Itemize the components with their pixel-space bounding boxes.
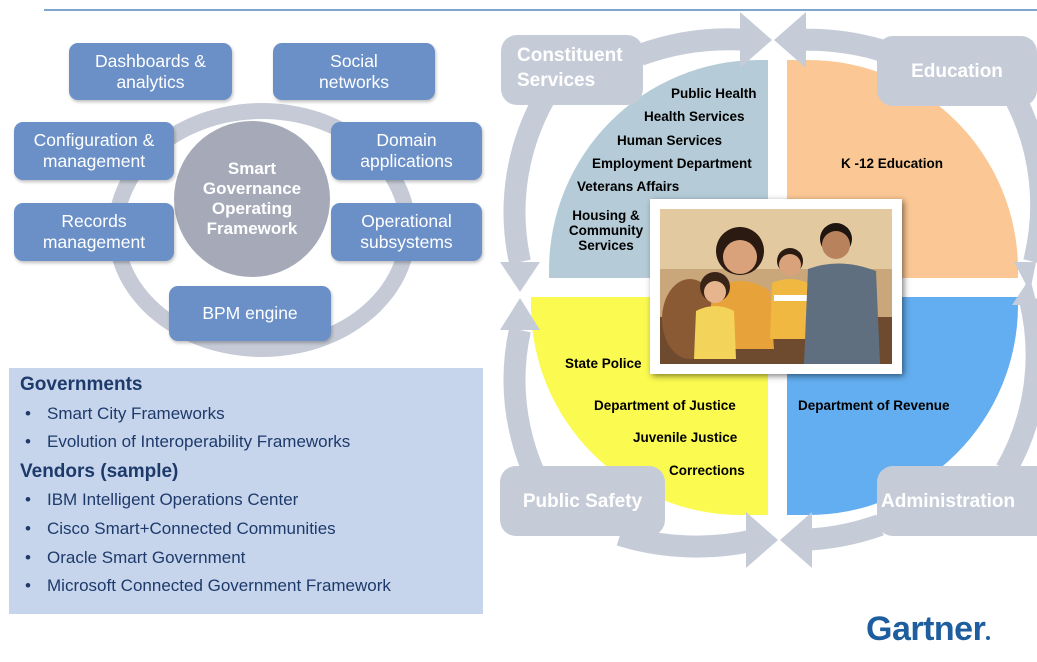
node-social-networks: Social networks <box>273 43 435 100</box>
safety-item: State Police <box>565 356 642 371</box>
tag-public-safety: Public Safety <box>500 466 665 536</box>
constituent-item: Public Health <box>671 86 757 101</box>
arc-top-left-2 <box>636 28 749 66</box>
vendor-item: • IBM Intelligent Operations Center <box>25 490 298 510</box>
bullet: • <box>25 404 31 423</box>
arrow-head-bottom-left <box>780 512 812 568</box>
arc-bottom-left-2 <box>616 524 758 558</box>
housing-line: Community <box>568 223 644 238</box>
framework-hub: Smart Governance Operating Framework <box>174 121 330 277</box>
arrow-head-left-down <box>500 262 540 292</box>
hub-label: Smart Governance Operating Framework <box>202 159 302 238</box>
housing-line: Housing & <box>572 208 640 223</box>
safety-item: Juvenile Justice <box>633 430 738 445</box>
top-rule <box>44 9 1037 11</box>
vendor-item: • Microsoft Connected Government Framewor… <box>25 576 391 596</box>
arc-bottom-right <box>996 298 1037 476</box>
housing-line: Services <box>578 238 634 253</box>
bullet: • <box>25 576 31 595</box>
gov-item-text: Smart City Frameworks <box>47 404 225 423</box>
vendor-item: • Cisco Smart+Connected Communities <box>25 519 336 539</box>
vendor-item-text: Oracle Smart Government <box>47 548 246 567</box>
arrow-head-left-up <box>500 298 540 330</box>
vendor-item: • Oracle Smart Government <box>25 548 245 568</box>
bullet: • <box>25 490 31 509</box>
arc-top-right-2 <box>797 28 884 61</box>
bullet: • <box>25 432 31 451</box>
family-photo <box>650 199 902 374</box>
gov-item: • Evolution of Interoperability Framework… <box>25 432 350 452</box>
node-operational-subsystems: Operational subsystems <box>331 203 482 261</box>
vendor-item-text: IBM Intelligent Operations Center <box>47 490 299 509</box>
constituent-item: Employment Department <box>592 156 752 171</box>
arrow-head-top-right <box>740 12 772 68</box>
vendors-heading: Vendors (sample) <box>20 461 179 482</box>
arc-top-right <box>1006 95 1037 263</box>
gartner-logo: Gartner <box>866 610 991 649</box>
tag-education: Education <box>877 36 1037 106</box>
node-records-management: Records management <box>14 203 174 261</box>
tag-administration: Administration <box>877 466 1037 536</box>
constituent-item: Health Services <box>644 109 745 124</box>
arrow-head-bottom-right <box>746 512 778 568</box>
arrow-head-right-up <box>1012 278 1037 305</box>
vendor-item-text: Microsoft Connected Government Framework <box>47 576 391 595</box>
safety-item: Department of Justice <box>594 398 736 413</box>
node-dashboards-analytics: Dashboards & analytics <box>69 43 232 100</box>
arrow-head-top-left <box>774 12 806 68</box>
node-configuration-management: Configuration & management <box>14 122 174 180</box>
logo-dot <box>986 636 991 640</box>
bullet: • <box>25 519 31 538</box>
gov-item: • Smart City Frameworks <box>25 404 225 424</box>
vendor-item-text: Cisco Smart+Connected Communities <box>47 519 336 538</box>
governments-heading: Governments <box>20 374 143 395</box>
node-domain-applications: Domain applications <box>331 122 482 180</box>
housing-label: Housing & Community Services <box>568 208 644 253</box>
examples-panel: Governments • Smart City Frameworks • Evol… <box>9 368 483 614</box>
logo-text: Gartner <box>866 610 986 648</box>
constituent-item: Human Services <box>617 133 723 148</box>
tag-constituent-services: Constituent Services <box>501 35 643 105</box>
arc-top-left <box>503 86 558 265</box>
administration-item: Department of Revenue <box>798 398 950 413</box>
bullet: • <box>25 548 31 567</box>
gov-item-text: Evolution of Interoperability Frameworks <box>47 432 351 451</box>
node-bpm-engine: BPM engine <box>169 286 331 341</box>
family-photo-image <box>660 209 892 364</box>
safety-item: Corrections <box>669 463 745 478</box>
constituent-item: Veterans Affairs <box>577 179 680 194</box>
education-item: K -12 Education <box>841 156 944 171</box>
